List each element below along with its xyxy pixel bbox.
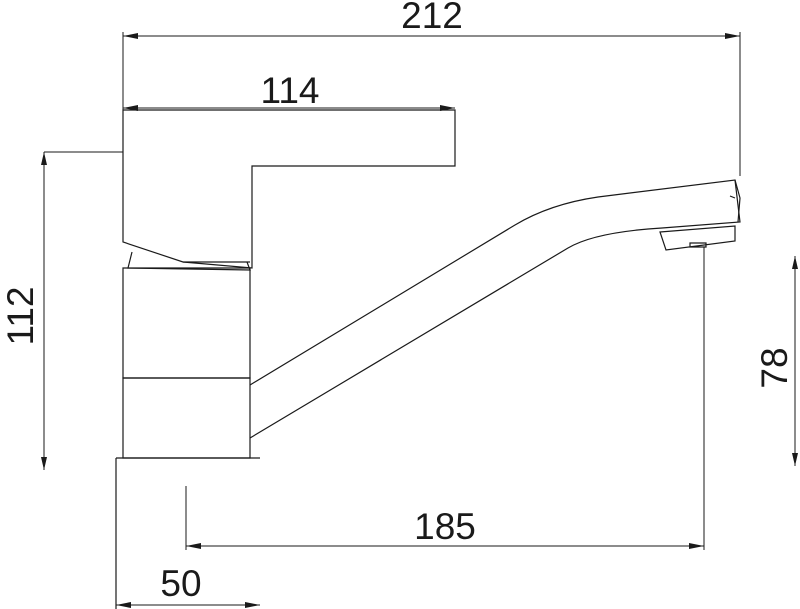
base-plate — [115, 457, 260, 609]
faucet-outline — [115, 109, 741, 609]
spout-tip — [729, 179, 741, 223]
arrow-left — [123, 33, 138, 39]
arrow-up — [41, 152, 47, 165]
arrow-right — [725, 33, 740, 39]
spout — [249, 179, 741, 439]
arrow-down — [41, 457, 47, 470]
arrow-right — [689, 543, 704, 549]
dim-label-lever-length: 114 — [261, 70, 320, 111]
dim-lever-length: 114 — [123, 70, 455, 111]
dim-outlet-height: 78 — [754, 256, 798, 466]
dim-body-height: 112 — [0, 151, 123, 470]
arrow-left — [116, 602, 131, 608]
dim-label-body-height: 112 — [0, 287, 41, 346]
dim-label-spout-reach: 185 — [414, 506, 476, 547]
aerator — [659, 225, 736, 251]
arrow-left — [123, 105, 138, 111]
dim-label-outlet-height: 78 — [754, 347, 795, 388]
dim-overall-length: 212 — [122, 0, 741, 176]
arrow-down — [792, 453, 798, 466]
arrow-right — [440, 105, 455, 111]
arrow-right — [245, 602, 260, 608]
body-upper — [122, 267, 251, 379]
dim-label-base-offset: 50 — [160, 563, 201, 604]
dim-base-offset: 50 — [116, 563, 260, 608]
dim-spout-reach: 185 — [185, 247, 705, 550]
lever-handle — [122, 109, 456, 269]
arrow-left — [186, 543, 201, 549]
body-lower — [122, 377, 251, 459]
cartridge-collar — [127, 251, 251, 271]
arrow-up — [792, 256, 798, 269]
dim-label-overall-length: 212 — [401, 0, 463, 36]
